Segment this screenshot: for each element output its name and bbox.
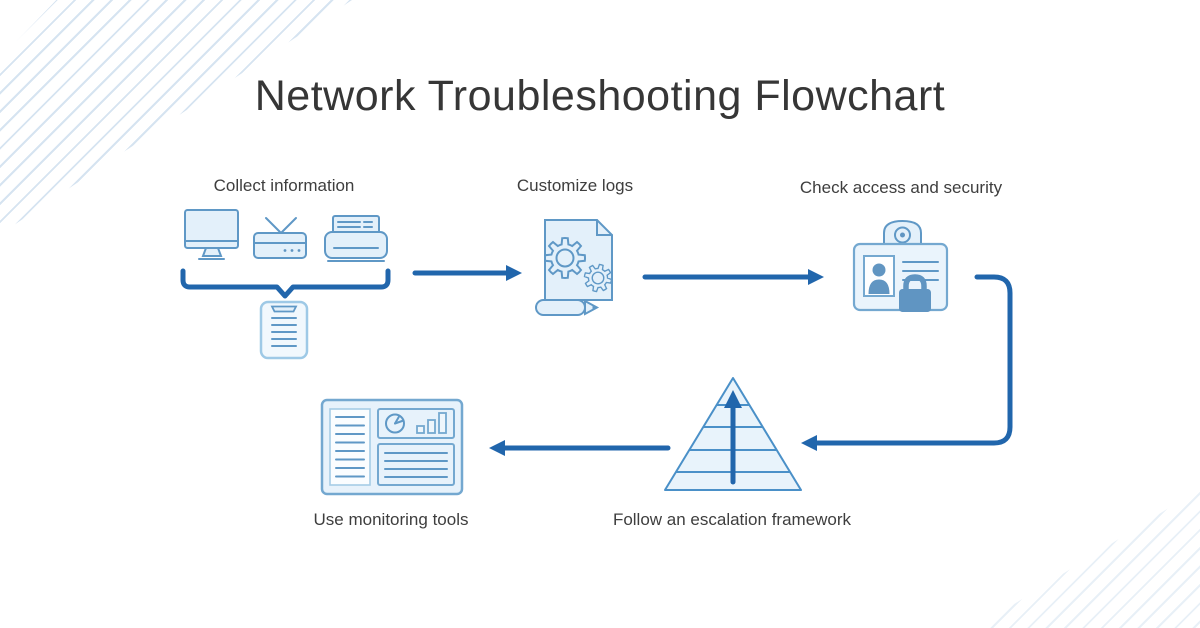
gear-small-icon bbox=[583, 263, 613, 293]
clipboard-icon bbox=[259, 300, 309, 360]
document-gears-icon bbox=[535, 219, 613, 316]
id-badge-icon bbox=[852, 219, 949, 312]
arrow-collect-to-logs bbox=[412, 265, 522, 281]
arrow-escalation-to-monitoring bbox=[489, 440, 671, 456]
step-label-customize-logs: Customize logs bbox=[516, 176, 634, 195]
router-icon bbox=[253, 217, 307, 259]
printer-icon bbox=[324, 215, 388, 262]
pie-chart-icon bbox=[385, 413, 405, 434]
step-label-collect-information: Collect information bbox=[213, 176, 355, 195]
webcam-icon bbox=[883, 219, 922, 248]
step-label-follow-escalation-framework: Follow an escalation framework bbox=[612, 510, 852, 529]
decor-stripes-bottom-right-icon bbox=[975, 488, 1200, 628]
arrow-logs-to-access bbox=[642, 269, 824, 285]
pyramid-icon bbox=[664, 377, 802, 491]
bar-chart-icon bbox=[416, 412, 447, 434]
step-label-use-monitoring-tools: Use monitoring tools bbox=[313, 510, 469, 529]
page-title: Network Troubleshooting Flowchart bbox=[254, 72, 946, 120]
gear-large-icon bbox=[543, 236, 587, 280]
pencil-icon bbox=[535, 299, 600, 316]
step-label-check-access-and-security: Check access and security bbox=[799, 178, 1003, 197]
dashboard-icon bbox=[320, 398, 464, 496]
monitor-icon bbox=[184, 209, 239, 260]
brace-connector bbox=[180, 268, 391, 299]
